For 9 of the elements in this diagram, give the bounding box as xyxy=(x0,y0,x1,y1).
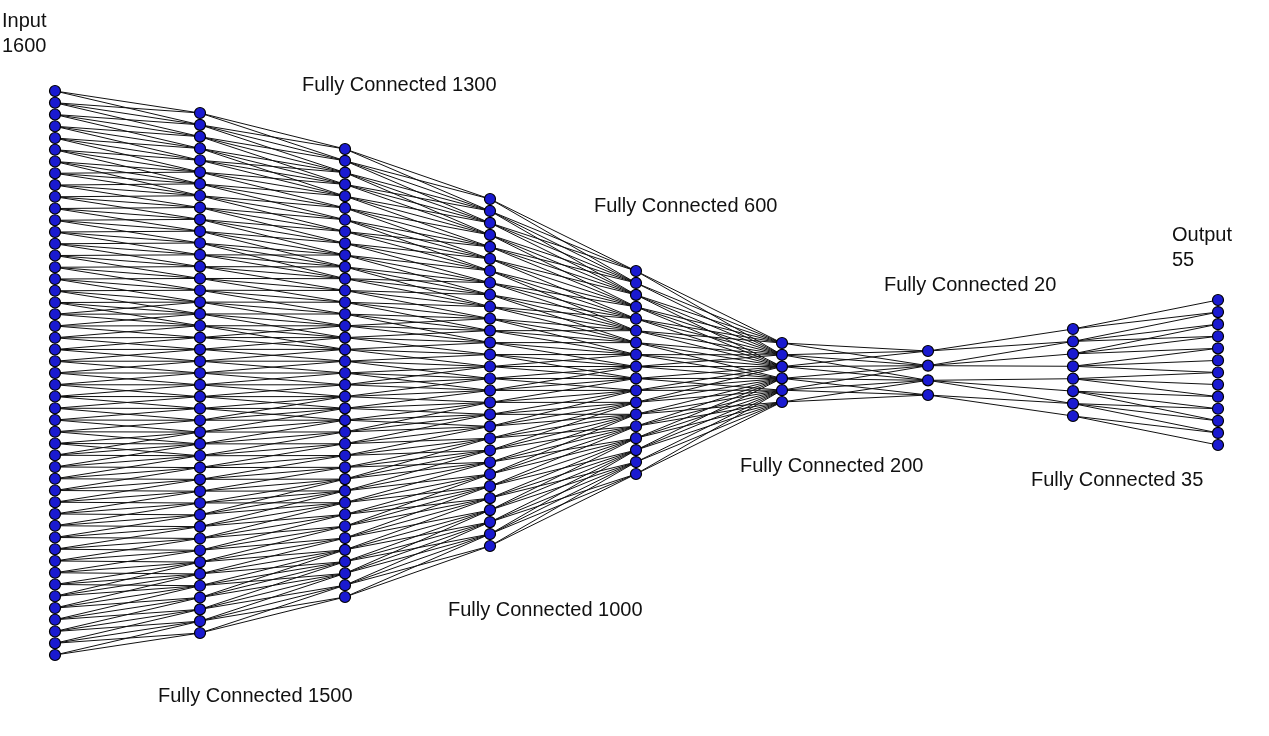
layer-label: Fully Connected 20 xyxy=(884,272,1058,297)
layer-label: Input 1600 xyxy=(2,8,48,58)
layer-label: Fully Connected 200 xyxy=(740,453,925,478)
layer-label: Fully Connected 1500 xyxy=(158,683,354,708)
layer-label: Fully Connected 600 xyxy=(594,193,779,218)
layer-label: Fully Connected 1000 xyxy=(448,597,644,622)
layer-label: Fully Connected 1300 xyxy=(302,72,498,97)
layer-label: Output 55 xyxy=(1172,222,1234,272)
layer-label: Fully Connected 35 xyxy=(1031,467,1205,492)
